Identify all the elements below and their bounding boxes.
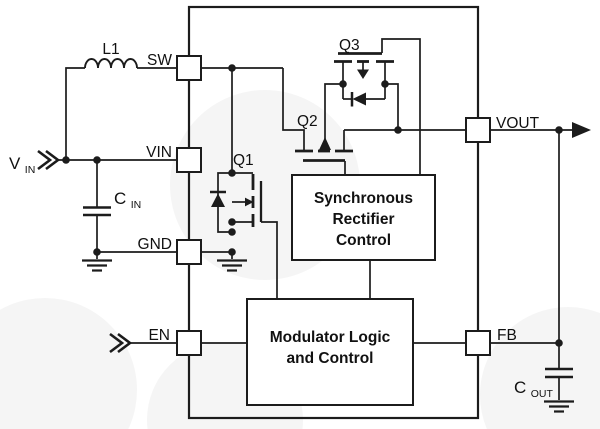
junction-dot: [555, 339, 563, 347]
vin-source-arrow: [37, 149, 61, 171]
junction-dot: [228, 228, 236, 236]
mosfet-q1: [245, 174, 263, 227]
pin-label-vout: VOUT: [496, 115, 540, 132]
q3-diode-triangle-icon: [352, 92, 366, 106]
capacitor-label-cin: C IN: [114, 189, 141, 211]
junction-dot: [555, 126, 563, 134]
pin-boxes: [176, 55, 491, 356]
pin-label-sw: SW: [147, 52, 172, 69]
capacitor-cout: [545, 367, 573, 379]
modulator-logic-block: [246, 298, 414, 406]
junction-dot: [228, 248, 236, 256]
junction-dots: [62, 64, 563, 347]
sync-rectifier-control-block: [291, 174, 436, 261]
mosfet-q2: [295, 137, 353, 162]
ground-symbol-q1: [217, 259, 247, 272]
ground-symbol-cout: [544, 400, 574, 413]
junction-dot: [228, 218, 236, 226]
en-input-arrow: [109, 332, 133, 354]
source-label-vin: V IN: [9, 154, 35, 176]
function-blocks: [246, 174, 436, 406]
pin-box-gnd: [176, 239, 202, 265]
pin-box-sw: [176, 55, 202, 81]
modulator-block-label-line1: Modulator Logic: [270, 329, 391, 346]
junction-dot: [93, 156, 101, 164]
q3-body-arrow-icon: [357, 69, 369, 79]
vout-arrowhead-icon: [572, 122, 591, 138]
wire-to-inductor: [65, 67, 85, 160]
ground-symbol-cin: [82, 259, 112, 272]
wire-q3-to-vout-node: [385, 83, 399, 130]
ic-boundary: [187, 5, 480, 420]
pin-label-en: EN: [148, 327, 170, 344]
junction-dot: [228, 64, 236, 72]
pin-box-vin: [176, 147, 202, 173]
q3-body-diode: [350, 92, 366, 107]
pin-label-gnd: GND: [138, 236, 172, 253]
watermark-circle: [480, 307, 600, 429]
capacitor-cin: [83, 206, 111, 217]
transistor-label-q1: Q1: [233, 152, 254, 169]
wire-q2-body-to-q3: [324, 83, 343, 150]
q1-body-diode: [210, 190, 226, 207]
junction-dot: [62, 156, 70, 164]
q1-body-arrow-icon: [245, 197, 254, 207]
inductor-coil: [84, 58, 138, 69]
sync-block-label-line2: Rectifier: [332, 211, 394, 228]
junction-dot: [339, 80, 347, 88]
junction-dot: [381, 80, 389, 88]
sync-block-label-line1: Synchronous: [314, 190, 413, 207]
junction-dot: [93, 248, 101, 256]
q1-diode-triangle-icon: [211, 193, 225, 207]
pin-box-vout: [465, 117, 491, 143]
pin-label-vin: VIN: [146, 144, 172, 161]
inductor-label: L1: [102, 41, 119, 58]
mosfet-q3: [334, 52, 394, 79]
labels: SW VIN GND EN VOUT FB Q1 Q2 Q3 L1 V IN C…: [9, 37, 553, 400]
transistor-label-q2: Q2: [297, 113, 318, 130]
pin-label-fb: FB: [497, 327, 517, 344]
modulator-block-label-line2: and Control: [287, 350, 374, 367]
transistor-label-q3: Q3: [339, 37, 360, 54]
q2-body-arrow-icon: [319, 137, 331, 150]
sync-block-label-line3: Control: [336, 232, 391, 249]
wire-sw-to-q2-drain: [282, 68, 305, 150]
wire-q3-gate-to-sync: [381, 38, 421, 175]
watermark-circle: [0, 298, 137, 429]
pin-box-en: [176, 330, 202, 356]
pin-box-fb: [465, 330, 491, 356]
capacitor-label-cout: C OUT: [514, 378, 553, 400]
junction-dot: [228, 169, 236, 177]
wire-q1-gate-to-modulator: [261, 221, 278, 299]
junction-dot: [394, 126, 402, 134]
